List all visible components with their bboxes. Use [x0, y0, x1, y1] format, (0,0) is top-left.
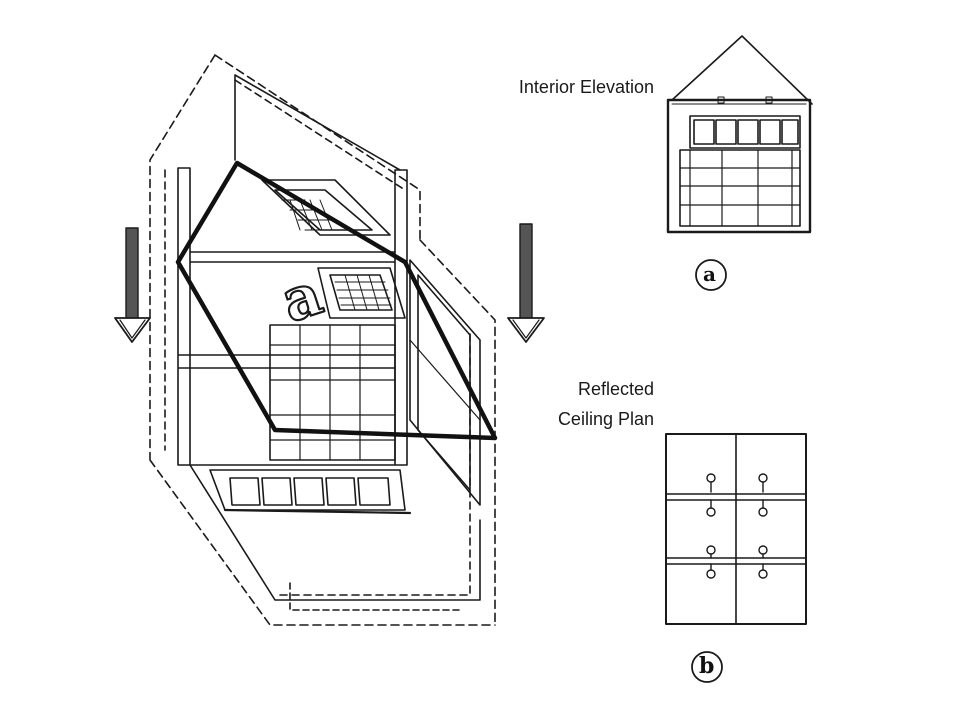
side-window	[409, 259, 481, 506]
tag-a-letter: a	[703, 262, 716, 286]
floor-outline	[189, 464, 481, 601]
reflected-ceiling-plan-label-line1: Reflected	[577, 379, 654, 399]
room-sketch: a	[149, 54, 498, 626]
back-window	[261, 179, 391, 236]
interior-elevation-drawing	[666, 35, 813, 291]
inner-dashed-outline	[164, 79, 471, 596]
elevation-wall	[666, 98, 812, 234]
reflected-ceiling-plan-label-line2: Ceiling Plan	[557, 409, 654, 429]
interior-elevation-label: Interior Elevation	[518, 77, 654, 97]
back-window-lower	[317, 267, 406, 319]
tag-b-circle	[691, 651, 723, 683]
floor-window	[209, 469, 412, 515]
reflected-ceiling-plan-drawing	[665, 433, 807, 683]
dashed-outline	[149, 54, 496, 626]
tag-b-letter: b	[699, 653, 715, 679]
elevation-gable-roof	[671, 35, 813, 105]
ceiling-light-fixtures	[706, 473, 768, 579]
down-arrow-right	[507, 223, 545, 343]
tag-a-circle	[695, 259, 727, 291]
floor-dashed-corner	[289, 582, 461, 611]
down-arrow-left	[114, 227, 151, 343]
elevation-lower-panels	[679, 149, 801, 227]
wall-grid-panels	[269, 324, 396, 461]
reflected-ceiling-plan-label: Reflected Ceiling Plan	[558, 374, 654, 434]
ceiling-beams	[665, 433, 807, 625]
elevation-upper-windows	[689, 115, 801, 149]
section-cut-outline	[175, 160, 498, 441]
